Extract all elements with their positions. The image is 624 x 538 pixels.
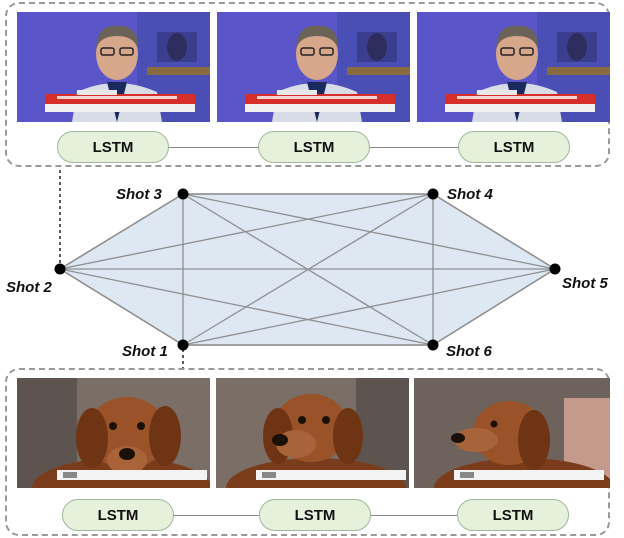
top-lstm-2: LSTM — [258, 131, 370, 163]
top-lstm-3: LSTM — [458, 131, 570, 163]
video-frame-dog-2 — [216, 378, 409, 488]
graph-node-shot6 — [427, 339, 439, 351]
edge-shot3-shot6 — [182, 193, 434, 346]
edge-shot2-shot4 — [59, 193, 434, 270]
video-frame-dog-1 — [17, 378, 210, 488]
top-lstm-1: LSTM — [57, 131, 169, 163]
node-label-shot3: Shot 3 — [116, 186, 162, 203]
video-frame-anchor-2 — [217, 12, 410, 122]
graph-node-shot3 — [177, 188, 189, 200]
node-label-shot6: Shot 6 — [446, 343, 492, 360]
node-label-shot5: Shot 5 — [562, 275, 608, 292]
node-label-shot2: Shot 2 — [6, 279, 52, 296]
bottom-lstm-3: LSTM — [457, 499, 569, 531]
graph-node-shot4 — [427, 188, 439, 200]
bottom-lstm-2: LSTM — [259, 499, 371, 531]
edge-shot2-shot6 — [59, 268, 434, 346]
edge-shot3-shot5 — [182, 193, 556, 270]
node-label-shot1: Shot 1 — [122, 343, 168, 360]
edge-shot1-shot2 — [59, 268, 184, 346]
video-frame-dog-3 — [414, 378, 610, 488]
graph-node-shot1 — [177, 339, 189, 351]
edge-shot5-shot6 — [432, 268, 556, 346]
node-label-shot4: Shot 4 — [447, 186, 493, 203]
graph-edges — [59, 193, 556, 346]
video-frame-anchor-3 — [417, 12, 610, 122]
edge-shot2-shot3 — [59, 193, 184, 270]
graph-node-shot5 — [549, 263, 561, 275]
bottom-lstm-1: LSTM — [62, 499, 174, 531]
video-frame-anchor-1 — [17, 12, 210, 122]
edge-shot4-shot5 — [432, 193, 556, 270]
graph-node-shot2 — [54, 263, 66, 275]
